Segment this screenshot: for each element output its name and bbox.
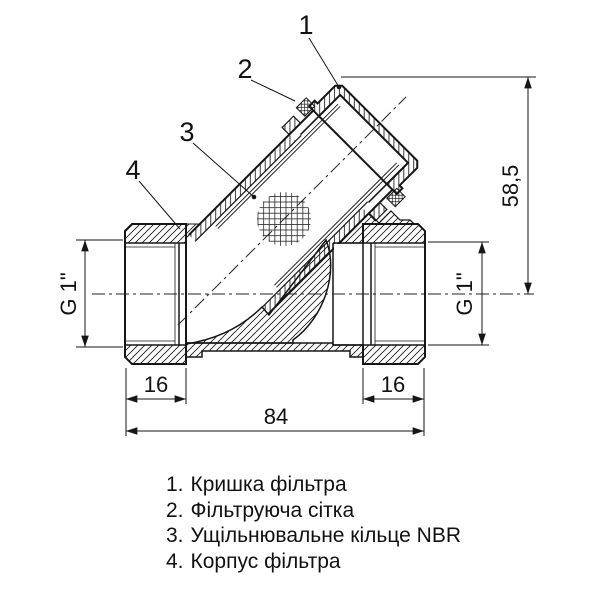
callout-number-4: 4 xyxy=(125,155,140,185)
filter-cap-section xyxy=(307,84,419,196)
legend-label: Ущільнювальне кільце NBR xyxy=(190,524,461,547)
seal-ring-section-lower xyxy=(386,187,406,208)
callout-leader-4 xyxy=(138,180,181,230)
branch-flange-upper xyxy=(281,115,302,136)
dimension-text-thread-left: G 1" xyxy=(56,272,81,315)
legend-number: 4. xyxy=(166,549,184,573)
left-port-bottom-hatch xyxy=(124,344,187,365)
legend-label: Кришка фільтра xyxy=(190,473,347,496)
legend-label: Фільтруюча сітка xyxy=(190,498,355,522)
right-port-top-hatch xyxy=(362,223,426,244)
dimension-text-length-left: 16 xyxy=(144,372,168,397)
centerlines xyxy=(92,96,534,326)
dimension-text-thread-right: G 1" xyxy=(452,272,477,315)
callout-number-2: 2 xyxy=(237,54,252,84)
callout-dot-1 xyxy=(336,84,342,90)
body-bottom-section xyxy=(185,238,332,345)
callout-leader-1 xyxy=(308,37,340,88)
left-port-section xyxy=(124,223,201,365)
legend-item-2: 2.Фільтруюча сітка xyxy=(166,498,461,524)
legend: 1. Кришка фільтра 2.Фільтруюча сітка 3. Ущ… xyxy=(166,472,461,574)
legend-number: 2. xyxy=(166,498,184,522)
callout-leader-3 xyxy=(192,142,255,198)
legend-item-3: 3. Ущільнювальне кільце NBR xyxy=(166,523,461,549)
callout-leaders xyxy=(138,37,342,230)
callout-leader-2 xyxy=(250,79,296,102)
centerline-diagonal xyxy=(177,96,407,326)
dimension-text-length-right: 16 xyxy=(381,372,405,397)
right-port-bottom-hatch xyxy=(362,344,426,365)
legend-number: 3. xyxy=(166,524,184,547)
branch-wall-upper-hatch xyxy=(188,134,296,242)
dimension-text-height: 58,5 xyxy=(498,165,523,208)
legend-label: Корпус фільтра xyxy=(190,549,341,573)
callout-number-1: 1 xyxy=(298,10,313,40)
legend-item-1: 1. Кришка фільтра xyxy=(166,472,461,498)
branch-inner-wall-upper xyxy=(194,134,302,242)
dimension-text-total: 84 xyxy=(264,404,288,429)
right-port-section xyxy=(332,223,426,365)
legend-item-4: 4.Корпус фільтра xyxy=(166,549,461,575)
callout-dot-3 xyxy=(251,194,257,200)
filter-screen-walls xyxy=(215,103,400,288)
legend-number: 1. xyxy=(166,473,184,496)
dimension-lines xyxy=(76,76,536,436)
callout-number-3: 3 xyxy=(179,117,194,147)
seal-ring-section-upper xyxy=(295,97,316,117)
